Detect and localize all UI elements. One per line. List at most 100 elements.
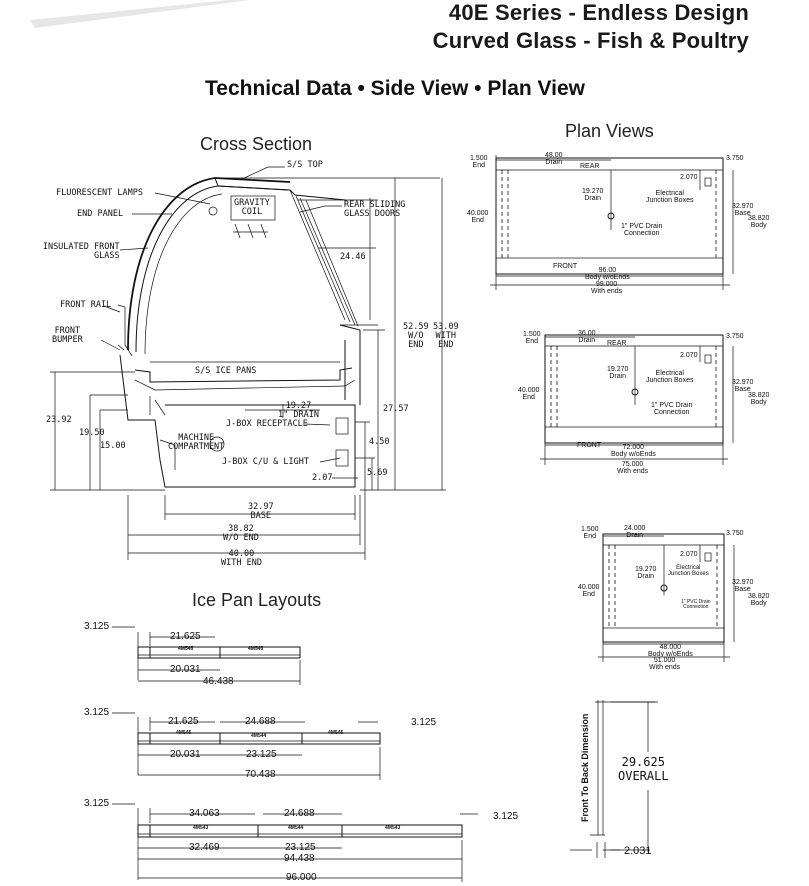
ice3-pan3: 4M543	[385, 825, 401, 831]
label-ss-top: S/S TOP	[287, 160, 323, 170]
ice1-left: 3.125	[84, 621, 110, 632]
ice3-e: 94.438	[284, 853, 315, 864]
ice3-pan2: 4M544	[288, 825, 304, 831]
dim-27-57: 27.57	[383, 404, 409, 414]
ice1-b: 20.031	[170, 664, 201, 675]
ice2-right: 3.125	[411, 717, 437, 728]
label-jbox-receptacle: J-BOX RECEPTACLE	[226, 419, 308, 429]
dim-23-92: 23.92	[46, 415, 72, 425]
plan2-front: FRONT	[577, 442, 602, 449]
plan-views-title: Plan Views	[565, 121, 654, 141]
ice1-a: 21.625	[170, 631, 201, 642]
ice1-pan2: 4M545	[248, 646, 264, 652]
ice3-c: 32.469	[189, 842, 220, 853]
ice1-total: 46.438	[203, 676, 234, 687]
page-subtitle: Technical Data • Side View • Plan View	[205, 77, 586, 100]
plan2-right-top: 3.750	[726, 333, 744, 340]
header-title-line2: Curved Glass - Fish & Poultry	[432, 28, 749, 53]
ice3-total: 96.000	[286, 872, 317, 883]
depth-bottom: 2.031	[624, 845, 652, 857]
ice1-pan1: 4M545	[178, 646, 194, 652]
dim-4-50: 4.50	[369, 437, 390, 447]
ice2-pan2: 4M544	[251, 733, 267, 739]
ice3-pan1: 4M543	[193, 825, 209, 831]
plan3-ej-val: 2.070	[680, 551, 698, 558]
ice2-c: 20.031	[170, 749, 201, 760]
ice2-b: 24.688	[245, 716, 276, 727]
plan1-ej-val: 2.070	[680, 174, 698, 181]
dim-24-46: 24.46	[340, 252, 366, 262]
dim-15-00: 15.00	[100, 441, 126, 451]
ice2-total: 70.438	[245, 769, 276, 780]
ice2-d: 23.125	[246, 749, 277, 760]
ice3-b: 24.688	[284, 808, 315, 819]
label-jbox-cu-light: J-BOX C/U & LIGHT	[222, 457, 309, 467]
ice2-left: 3.125	[84, 707, 110, 718]
ice3-left: 3.125	[84, 798, 110, 809]
label-front-rail: FRONT RAIL	[60, 300, 112, 310]
cross-section-title: Cross Section	[200, 134, 313, 154]
plan2-rear: REAR	[607, 340, 627, 347]
ice3-d: 23.125	[285, 842, 316, 853]
plan1-right-top: 3.750	[726, 155, 744, 162]
plan3-right-top: 3.750	[726, 530, 744, 537]
plan1-rear: REAR	[580, 163, 600, 170]
ice2-a: 21.625	[168, 716, 199, 727]
label-end-panel: END PANEL	[77, 209, 124, 219]
label-ss-ice-pans: S/S ICE PANS	[195, 366, 257, 376]
ice-pan-title: Ice Pan Layouts	[192, 590, 322, 610]
plan1-front: FRONT	[553, 263, 578, 270]
dim-5-69: 5.69	[367, 468, 388, 478]
plan2-ej-val: 2.070	[680, 352, 698, 359]
header-title-line1: 40E Series - Endless Design	[448, 0, 749, 25]
dim-19-50: 19.50	[79, 428, 105, 438]
label-fluorescent-lamps: FLUORESCENT LAMPS	[56, 188, 143, 198]
ice3-right: 3.125	[493, 811, 519, 822]
ice3-a: 34.063	[189, 808, 220, 819]
dim-2-07: 2.07	[312, 473, 333, 483]
